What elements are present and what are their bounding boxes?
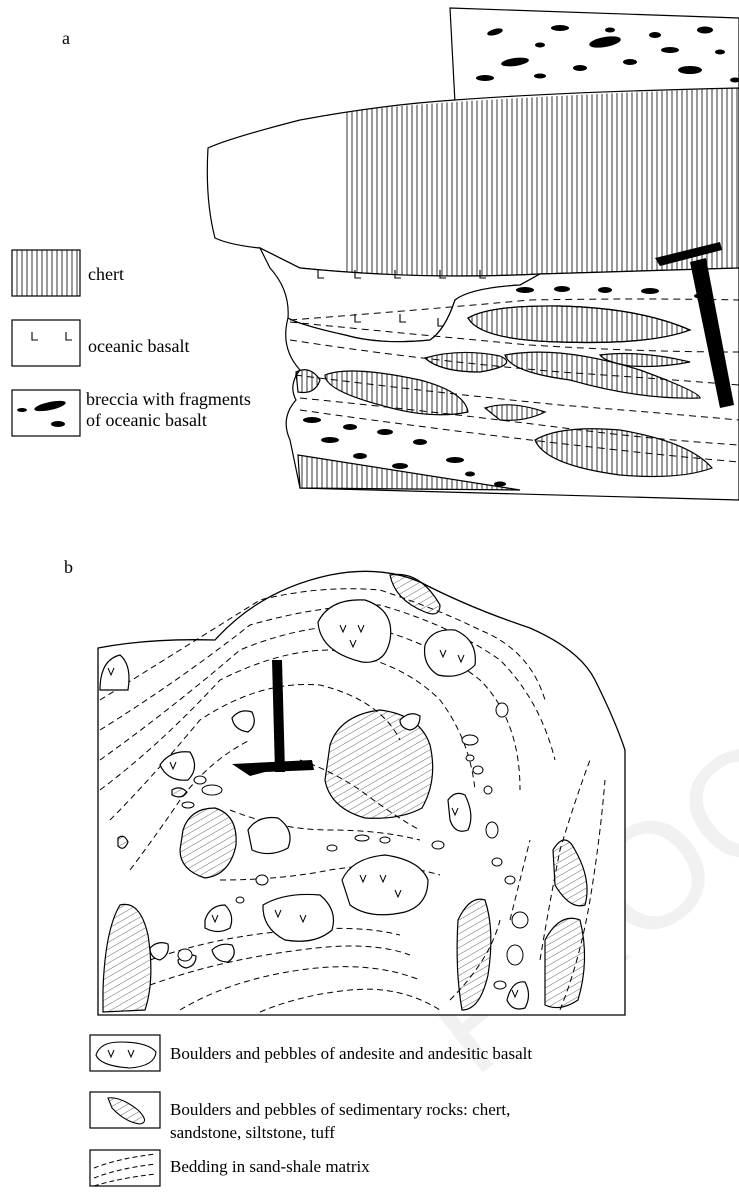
panel-a-letter: a xyxy=(62,28,70,48)
legend-swatch-bedding xyxy=(90,1150,160,1186)
legend-swatch-breccia xyxy=(12,390,80,436)
legend-label-breccia-line-2: of oceanic basalt xyxy=(86,410,207,430)
legend-label-breccia-line-1: breccia with fragments xyxy=(86,389,251,409)
legend-swatch-oceanic-basalt xyxy=(12,320,80,366)
legend-swatch-chert xyxy=(12,250,80,296)
panel-b: b xyxy=(64,557,625,1015)
chert-hatch xyxy=(345,88,739,277)
panel-b-letter: b xyxy=(64,557,73,577)
legend-label-sedimentary-line-1: Boulders and pebbles of sedimentary rock… xyxy=(170,1100,510,1119)
legend-label-oceanic-basalt: oceanic basalt xyxy=(88,336,189,356)
legend-label-andesite: Boulders and pebbles of andesite and and… xyxy=(170,1044,532,1063)
panel-b-legend: Boulders and pebbles of andesite and and… xyxy=(90,1035,532,1186)
legend-label-bedding: Bedding in sand-shale matrix xyxy=(170,1157,370,1176)
legend-label-chert: chert xyxy=(88,264,124,284)
panel-a: a xyxy=(12,8,739,500)
panel-a-legend: chert oceanic basalt breccia with fragme… xyxy=(12,250,251,436)
legend-label-sedimentary-line-2: sandstone, siltstone, tuff xyxy=(170,1123,335,1142)
